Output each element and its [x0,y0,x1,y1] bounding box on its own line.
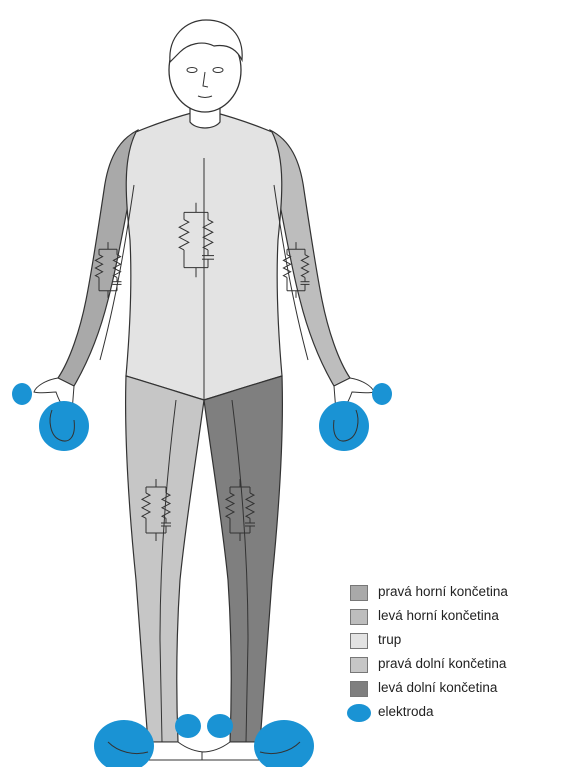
legend-item-left-arm: levá horní končetina [350,607,560,627]
legend-swatch-electrode-icon [347,704,371,722]
electrode-left-foot-small [207,714,233,738]
left-arm-region [270,130,350,386]
legend-item-right-arm: pravá horní končetina [350,583,560,603]
legend-swatch [350,657,368,673]
legend-item-trunk: trup [350,631,560,651]
right-leg-region [126,376,204,742]
legend-swatch [350,585,368,601]
legend-swatch [350,633,368,649]
right-arm-region [58,130,138,386]
left-leg-region [204,376,282,742]
legend-label: trup [378,632,401,647]
legend-swatch [350,681,368,697]
electrode-right-hand-small [12,383,32,405]
electrode-right-hand-large [39,401,89,451]
legend-label: pravá dolní končetina [378,656,506,671]
electrode-right-foot-small [175,714,201,738]
legend-item-right-leg: pravá dolní končetina [350,655,560,675]
legend-swatch [350,609,368,625]
legend-label: pravá horní končetina [378,584,508,599]
electrode-right-foot-large [94,720,154,767]
electrode-left-hand-small [372,383,392,405]
electrode-left-hand-large [319,401,369,451]
legend-item-left-leg: levá dolní končetina [350,679,560,699]
legend-label: elektroda [378,704,434,719]
legend-label: levá dolní končetina [378,680,497,695]
legend-label: levá horní končetina [378,608,499,623]
legend-item-electrode: elektroda [350,703,560,723]
electrode-left-foot-large [254,720,314,767]
electrodes [12,383,392,767]
